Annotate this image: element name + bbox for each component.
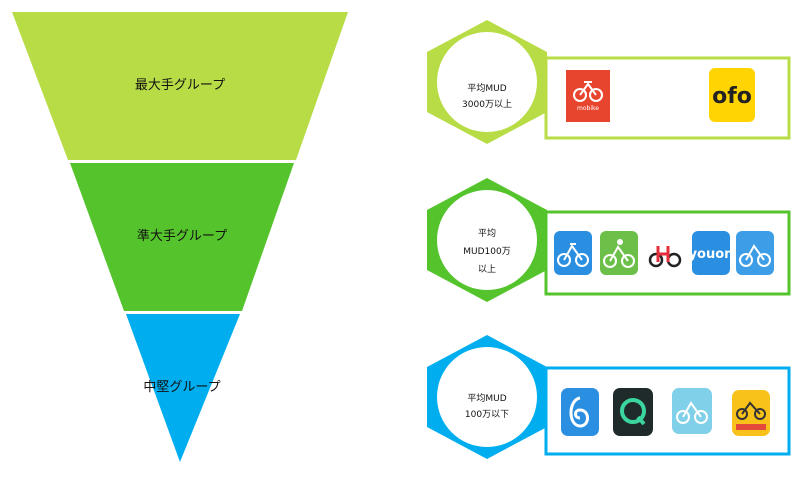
funnel-segment-middle (70, 163, 294, 311)
light-bike-icon (672, 388, 712, 434)
hellobike-icon (646, 231, 684, 275)
funnel-label-bottom: 中堅グループ (143, 380, 220, 395)
hex-line-middle-1: 平均 (478, 227, 496, 239)
youon-logo-text: youon (689, 247, 734, 262)
hexagon-circle-bottom (437, 347, 537, 447)
funnel-label-top: 最大手グループ (135, 78, 225, 93)
green-bike-icon (600, 231, 638, 275)
funnel-segment-bottom (126, 314, 240, 462)
hex-line-top-1: 平均MUD (467, 82, 506, 94)
funnel-segment-top (12, 12, 348, 160)
hex-line-top-2: 3000万以上 (462, 99, 512, 110)
mobike-logo-text: mobike (577, 105, 599, 112)
hex-line-bottom-1: 平均MUD (467, 392, 506, 404)
ofo-icon: ofo (709, 68, 755, 122)
hexagon-circle-middle (437, 190, 537, 290)
hexagon-circle-top (437, 32, 537, 132)
hex-line-bottom-2: 100万以下 (465, 410, 509, 420)
dark-q-icon (613, 388, 653, 436)
mobike-icon: mobike (566, 70, 610, 122)
yellow-bike-icon (732, 390, 770, 436)
hex-line-middle-2: MUD100万 (463, 247, 510, 257)
blue-bike-icon (554, 231, 592, 275)
youon-icon: youon (689, 231, 734, 275)
funnel-label-middle: 準大手グループ (137, 228, 227, 244)
blue-swirl-icon (561, 388, 599, 436)
blue-bike-icon (736, 231, 774, 275)
hex-line-middle-3: 以上 (478, 264, 496, 275)
ofo-logo-text: ofo (712, 84, 752, 109)
